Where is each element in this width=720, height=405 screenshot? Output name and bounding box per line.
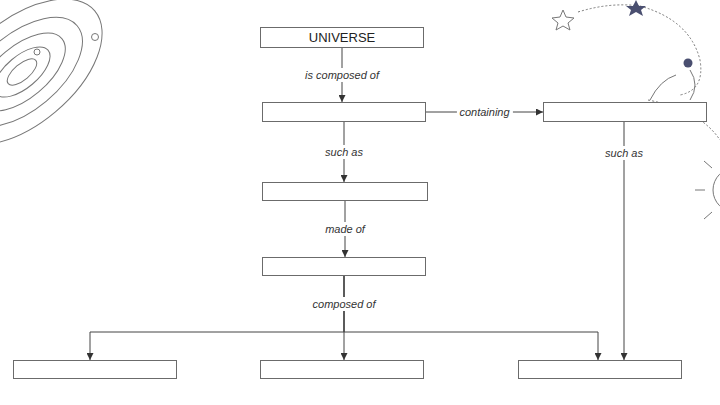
edge-label: such as (322, 145, 366, 159)
galaxy-orbits (0, 0, 128, 173)
concept-box (13, 360, 177, 379)
edge-label: is composed of (302, 68, 382, 82)
concept-box (262, 102, 426, 122)
concept-box: UNIVERSE (260, 27, 424, 48)
edge-label: such as (602, 146, 646, 160)
concept-box (518, 360, 682, 379)
concept-box (262, 257, 426, 276)
concept-box (543, 102, 707, 122)
connector-arrow (90, 276, 344, 360)
concept-box (262, 182, 428, 201)
concept-box (260, 360, 424, 379)
edge-label: containing (456, 105, 512, 119)
concept-text: UNIVERSE (303, 30, 381, 45)
edge-label: made of (322, 222, 368, 236)
edge-label: composed of (310, 297, 379, 311)
connector-arrow (344, 276, 598, 360)
sun (695, 150, 720, 230)
star (626, 0, 646, 16)
